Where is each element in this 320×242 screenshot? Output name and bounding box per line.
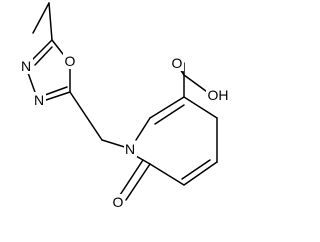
atom-o-carboxyl-double-label: O	[172, 55, 183, 71]
bond-ch2-c5	[48, 2, 53, 41]
bond-c2-c3-double	[154, 104, 185, 125]
bond-n3-n4	[26, 69, 37, 96]
atom-oh-carboxyl-label: OH	[208, 87, 229, 103]
bond-c5-c6	[183, 161, 218, 186]
bond-c2-c3	[149, 96, 185, 119]
atom-n-pyridone-label: N	[125, 141, 135, 157]
atom-o-ring: O	[63, 53, 77, 69]
atom-oh-carboxyl: OH	[206, 87, 230, 103]
atom-o-ring-label: O	[65, 53, 76, 69]
atom-n4: N	[20, 58, 33, 74]
bond-c2-n3-double	[44, 86, 68, 96]
atom-o-carbonyl-label: O	[113, 194, 124, 210]
bond-n1-c2	[135, 117, 151, 141]
atom-n-pyridone: N	[124, 141, 137, 157]
bond-c7-o-carbonyl	[125, 163, 151, 201]
bond-carboxyl-to-oh	[183, 74, 211, 95]
bond-c7-o-carbonyl-double	[119, 159, 144, 196]
bond-c5-c6-double	[181, 159, 211, 180]
atom-o-carbonyl: O	[111, 194, 125, 210]
bond-ch3-ch2	[32, 2, 50, 34]
bond-n4-c5	[29, 39, 53, 63]
bond-c2-ch2	[69, 91, 103, 141]
atom-n4-label: N	[21, 58, 31, 74]
bond-ch2-n1	[101, 139, 129, 149]
atom-n3-label: N	[34, 92, 44, 108]
bond-c2-n3	[42, 91, 71, 102]
bond-c3-c4	[183, 96, 218, 119]
bond-n4-c5-double	[34, 46, 53, 66]
chemical-structure: O N N N O O OH	[20, 2, 230, 210]
bond-c6-c7	[149, 163, 185, 186]
ethyl-group	[32, 2, 53, 41]
atom-o-carboxyl-double: O	[170, 55, 184, 71]
atom-n3: N	[33, 92, 46, 108]
pyridone-ring	[135, 96, 218, 186]
